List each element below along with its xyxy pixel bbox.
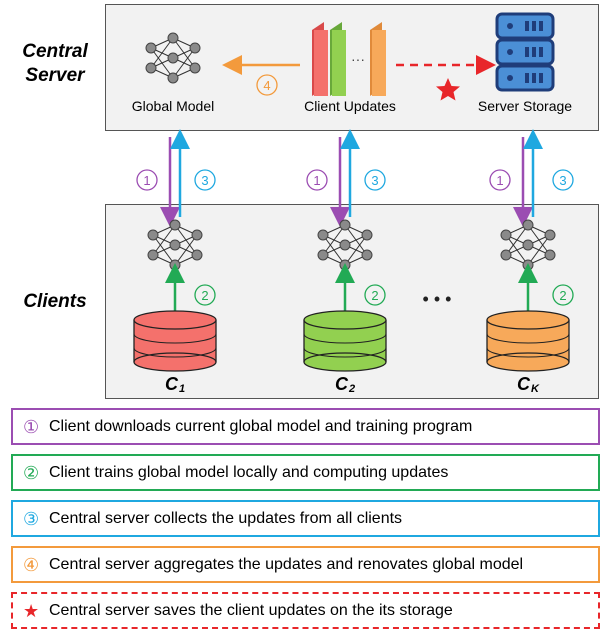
global-model-network-icon — [145, 32, 201, 84]
step-4-number: 4 — [263, 78, 270, 93]
legend-step-3-text: Central server collects the updates from… — [49, 509, 403, 527]
step-1-number-c2: 1 — [313, 173, 320, 188]
step-3-number-c1: 3 — [201, 173, 208, 188]
legend-step-4-symbol: ④ — [23, 554, 40, 575]
client-k-name: C — [517, 374, 531, 394]
client-k-database-icon — [486, 310, 570, 372]
client-2-name: C — [334, 374, 348, 394]
legend-step-1-text: Client downloads current global model an… — [49, 417, 473, 435]
step-2-marker-ck — [552, 284, 574, 306]
client-k-sub: K — [531, 383, 539, 395]
client-k-network-icon — [500, 219, 556, 271]
step-3-number-c2: 3 — [371, 173, 378, 188]
legend-step-3-symbol: ③ — [23, 508, 40, 529]
step-2-marker-c1 — [194, 284, 216, 306]
server-storage-icon — [495, 12, 555, 92]
client-1-sub: 1 — [178, 383, 186, 395]
step-1-number-c1: 1 — [143, 173, 150, 188]
step-3-marker-c1 — [194, 169, 216, 191]
legend-step-2-text: Client trains global model locally and c… — [49, 463, 449, 481]
legend-step-2-symbol: ② — [23, 462, 40, 483]
client-2-label: C2 — [315, 374, 375, 395]
legend-step-2: ② Client trains global model locally and… — [11, 454, 600, 491]
updates-ellipsis: ··· — [351, 51, 365, 67]
clients-ellipsis: • • • — [423, 289, 452, 309]
legend-step-4: ④ Central server aggregates the updates … — [11, 546, 600, 583]
step-2-number-c2: 2 — [371, 288, 378, 303]
step-markers-1-3: 1 3 1 3 1 3 — [136, 169, 574, 191]
step-2-number-c1: 2 — [201, 288, 208, 303]
step-3-number-ck: 3 — [559, 173, 566, 188]
step-1-marker-ck — [489, 169, 511, 191]
global-model-caption: Global Model — [131, 98, 215, 114]
client-updates-caption: Client Updates — [304, 98, 396, 114]
column-arrows — [160, 129, 543, 227]
legend-step-1: ① Client downloads current global model … — [11, 408, 600, 445]
legend-step-4-text: Central server aggregates the updates an… — [49, 555, 524, 573]
central-server-label: Central Server — [10, 40, 100, 88]
legend-star: ★ Central server saves the client update… — [11, 592, 600, 629]
client-2-sub: 2 — [348, 383, 356, 395]
star-icon — [436, 78, 460, 101]
step-3-marker-c2 — [364, 169, 386, 191]
client-1-database-icon — [133, 310, 217, 372]
clients-label: Clients — [23, 291, 87, 312]
central-server-label-line1: Central — [22, 41, 88, 62]
legend-step-3: ③ Central server collects the updates fr… — [11, 500, 600, 537]
step-3-marker-ck — [552, 169, 574, 191]
client-updates-stack-icon — [312, 22, 386, 96]
step-4-marker — [256, 74, 278, 96]
central-server-label-line2: Server — [25, 65, 85, 86]
client-2-database-icon — [303, 310, 387, 372]
legend-step-1-symbol: ① — [23, 416, 40, 437]
step-2-number-ck: 2 — [559, 288, 566, 303]
legend-star-text: Central server saves the client updates … — [49, 601, 453, 619]
step-1-number-ck: 1 — [496, 173, 503, 188]
client-1-name: C — [164, 374, 178, 394]
step-2-marker-c2 — [364, 284, 386, 306]
server-storage-caption: Server Storage — [477, 98, 573, 114]
client-k-label: CK — [498, 374, 558, 395]
client-2-network-icon — [317, 219, 373, 271]
diagram-canvas: ··· 4 1 3 1 3 1 — [133, 12, 574, 372]
client-1-network-icon — [147, 219, 203, 271]
step-1-marker-c2 — [306, 169, 328, 191]
client-1-label: C1 — [145, 374, 205, 395]
step-1-marker-c1 — [136, 169, 158, 191]
legend-star-symbol: ★ — [23, 600, 40, 621]
